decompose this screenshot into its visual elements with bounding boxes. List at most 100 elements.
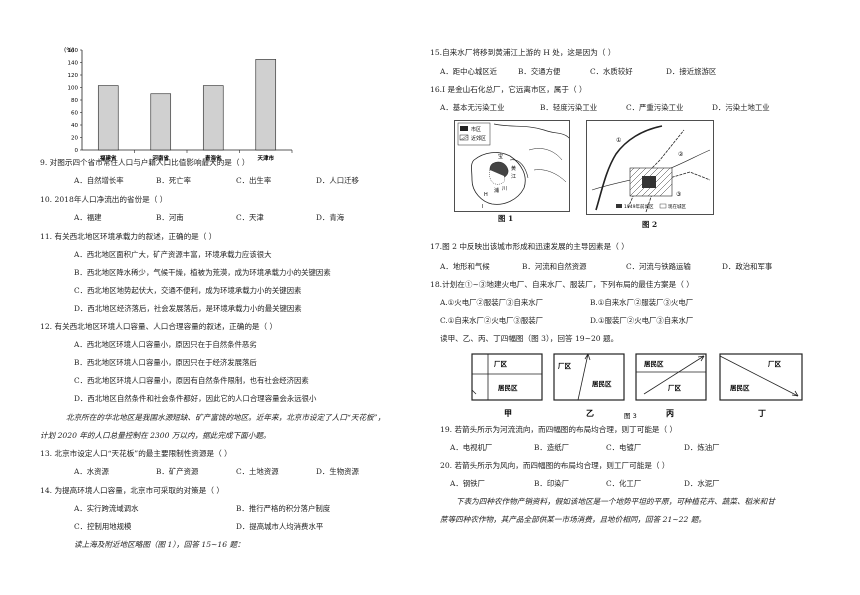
fig3-name-jia: 甲 <box>504 409 512 418</box>
fig2-legend-1949: 1949年前城区 <box>624 203 654 210</box>
question-13: 13. 北京市设定人口“天花板”的最主要限制性资源是（ ） <box>40 449 232 458</box>
q9-option-c: C．出生率 <box>236 176 272 185</box>
q10-option-a: A．福建 <box>74 213 102 222</box>
y-tick-label: 140 <box>68 61 79 67</box>
x-tick-label: 福建省 <box>99 154 117 162</box>
q19-option-d: D．炼油厂 <box>684 443 720 452</box>
q18-option-b: B.①自来水厂②服装厂③火电厂 <box>590 298 694 307</box>
q9-option-a: A．自然增长率 <box>74 176 124 185</box>
q20-option-d: D．水泥厂 <box>684 479 720 488</box>
passage-beijing-2: 计划 2020 年的人口总量控制在 2300 万以内，据此完成下面小题。 <box>40 431 271 440</box>
fig3-b-resident: 居民区 <box>592 380 612 388</box>
q10-option-d: D．青海 <box>316 213 345 222</box>
y-tick-label: 100 <box>68 86 79 92</box>
fig3-a-factory: 厂区 <box>494 360 508 368</box>
q13-option-b: B．矿产资源 <box>156 467 199 476</box>
q11-option-d: D．西北地区经济落后，社会发展落后，是环境承载力小的最关键因素 <box>74 304 302 313</box>
question-19: 19. 若箭头所示为河流流向，而四幅图的布局均合理，则丁可能是（ ） <box>440 425 678 434</box>
passage-crops-2: 蔗等四种农作物，其产品全部供某一市场消费，且地价相同，回答 21~22 题。 <box>440 515 706 524</box>
read-figure-1-instruction: 读上海及附近地区略图（图 1），回答 15~16 题： <box>74 540 245 549</box>
fig1-legend-suburb: 近郊区 <box>471 135 486 142</box>
fig3-c-factory: 厂区 <box>668 384 682 392</box>
x-tick-label: 天津市 <box>257 154 274 162</box>
question-14: 14. 为提高环境人口容量，北京市可采取的对策是（ ） <box>40 486 224 495</box>
q9-option-d: D．人口迁移 <box>316 176 359 185</box>
q15-option-d: D．接近旅游区 <box>666 67 717 76</box>
question-15: 15.自来水厂将移到黄浦江上游的 H 处，这是因为（ ） <box>430 48 616 57</box>
q13-option-c: C．土地资源 <box>236 467 279 476</box>
q12-option-d: D．西北地区自然条件和社会条件都好，因此它的人口合理容量会永远很小 <box>74 394 317 403</box>
fig1-label-jiang: 江 <box>511 173 516 180</box>
q17-option-a: A．地形和气候 <box>440 262 490 271</box>
q18-option-a: A.①火电厂②服装厂③自来水厂 <box>440 298 544 307</box>
q19-option-a: A．电视机厂 <box>450 443 493 452</box>
x-tick-label: 青海省 <box>205 154 222 162</box>
q17-option-b: B．河流和自然资源 <box>522 262 587 271</box>
question-9: 9. 对图示四个省市常住人口与户籍人口比值影响最大的是（ ） <box>40 158 250 167</box>
figure-1-caption: 图 1 <box>498 214 514 223</box>
fig3-name-ding: 丁 <box>758 409 766 418</box>
q14-option-c: C．控制用地规模 <box>74 522 132 531</box>
q14-option-d: D．提高城市人均消费水平 <box>236 522 324 531</box>
y-tick-label: 120 <box>68 73 79 79</box>
q13-option-d: D．生物资源 <box>316 467 359 476</box>
q17-option-d: D．政治和军事 <box>722 262 773 271</box>
q20-option-a: A．钢铁厂 <box>450 479 485 488</box>
q16-option-d: D．污染土地工业 <box>712 103 770 112</box>
fig1-label-i: I <box>482 204 483 210</box>
q12-option-b: B．西北地区环境人口容量小，原因只在于经济发展落后 <box>74 358 257 367</box>
fig3-a-resident: 居民区 <box>498 384 518 392</box>
q15-option-c: C．水质较好 <box>590 67 633 76</box>
fig3-b-factory: 厂区 <box>558 362 572 370</box>
fig1-label-bao: 宝 <box>498 153 503 160</box>
fig1-label-chuan: 川 <box>502 186 507 192</box>
q11-option-c: C．西北地区地势起伏大，交通不便利，成为环境承载力小的关键因素 <box>74 286 302 295</box>
fig1-label-huang: 黄 <box>511 165 516 172</box>
q18-option-d: D.①服装厂②火电厂③自来水厂 <box>590 316 694 325</box>
fig3-name-yi: 乙 <box>586 409 594 418</box>
fig3-name-bing: 丙 <box>666 409 674 418</box>
q16-option-c: C．严重污染工业 <box>626 103 684 112</box>
figure-3-caption: 图 3 <box>624 412 637 420</box>
figure-2-caption: 图 2 <box>642 220 658 229</box>
fig2-label-1: ① <box>616 137 621 144</box>
fig1-label-h: H <box>484 192 488 198</box>
q20-option-c: C．化工厂 <box>606 479 642 488</box>
read-figure-3-instruction: 读甲、乙、丙、丁四幅图（图 3），回答 19~20 题。 <box>440 334 619 343</box>
bar-4 <box>255 59 277 151</box>
fig1-legend-city: 市区 <box>471 126 481 133</box>
q12-option-a: A．西北地区环境人口容量小，原因只在于自然条件恶劣 <box>74 340 257 349</box>
q13-option-a: A．水资源 <box>74 467 109 476</box>
fig3-d-resident: 居民区 <box>730 384 750 392</box>
q17-option-c: C．河流与铁路运输 <box>626 262 691 271</box>
question-10: 10. 2018年人口净流出的省份是（ ） <box>40 195 168 204</box>
fig1-label-pu: 浦 <box>494 187 499 194</box>
y-tick-label: 40 <box>71 123 78 129</box>
right-column: 15.自来水厂将移到黄浦江上游的 H 处，这是因为（ ） A．距中心城区近 B．… <box>430 0 830 595</box>
q15-option-a: A．距中心城区近 <box>440 67 498 76</box>
q12-option-c: C．西北地区环境人口容量小，原因有自然条件限制，也有社会经济因素 <box>74 376 309 385</box>
y-tick-label: 80 <box>71 98 78 104</box>
q11-option-b: B．西北地区降水稀少，气候干燥，植被为荒漠，成为环境承载力小的关键因素 <box>74 268 331 277</box>
question-20: 20. 若箭头所示为风向，而四幅图的布局均合理，则工厂可能是（ ） <box>440 461 670 470</box>
fig2-legend-now: 现在城区 <box>668 203 686 210</box>
question-16: 16.I 是金山石化总厂，它远离市区，属于（ ） <box>430 85 587 94</box>
chart-ylabel: (%) <box>64 47 74 54</box>
q19-option-b: B．造纸厂 <box>534 443 569 452</box>
q15-option-b: B．交通方便 <box>518 67 561 76</box>
bar-1 <box>97 85 119 151</box>
fig2-label-3: ③ <box>676 191 681 198</box>
y-tick-label: 60 <box>71 111 78 117</box>
q11-option-a: A．西北地区面积广大，矿产资源丰富，环境承载力应该很大 <box>74 250 272 259</box>
bar-3 <box>202 85 224 151</box>
question-12: 12. 有关西北地区环境人口容量、人口合理容量的叙述，正确的是（ ） <box>40 322 278 331</box>
fig3-c-resident: 居民区 <box>644 360 664 368</box>
question-18: 18.计划在①~③地建火电厂、自来水厂、服装厂，下列布局的最佳方案是（ ） <box>430 280 694 289</box>
q16-option-b: B．轻度污染工业 <box>540 103 598 112</box>
y-tick-label: 20 <box>71 136 78 142</box>
figure-3-layouts: 厂区 居民区 厂区 居民区 居民区 厂区 厂区 居民区 甲 乙 丙 丁 <box>471 353 803 420</box>
q18-option-c: C.①自来水厂②火电厂③服装厂 <box>440 316 544 325</box>
q14-option-a: A．实行跨流域调水 <box>74 504 139 513</box>
